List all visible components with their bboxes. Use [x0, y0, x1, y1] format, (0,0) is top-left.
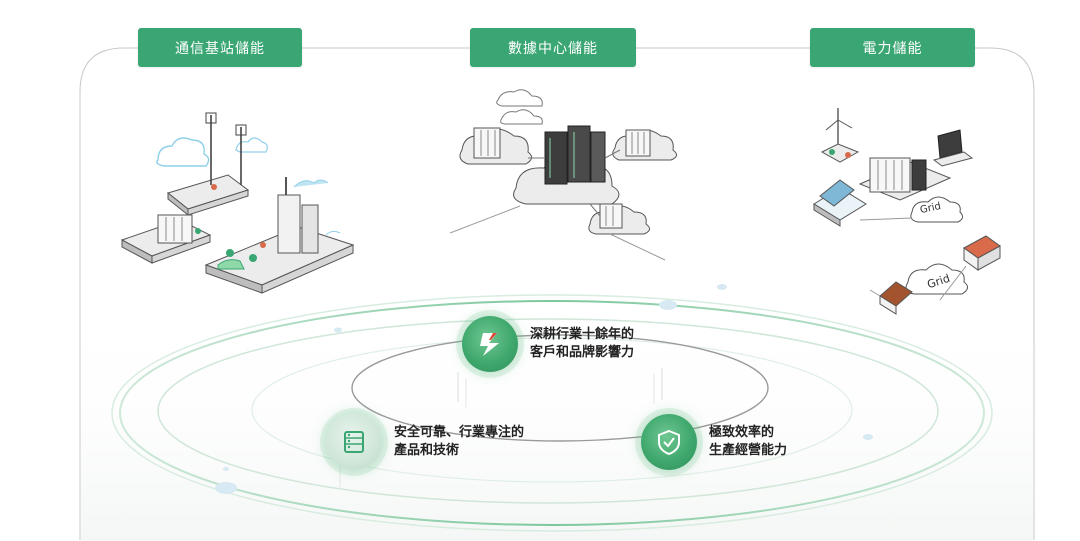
- feature-efficiency-line1: 極致效率的: [709, 425, 775, 440]
- feature-brand-influence: 深耕行業十餘年的 客戶和品牌影響力: [462, 316, 634, 372]
- server-rack-icon: [326, 414, 382, 470]
- feature-safe-line2: 產品和技術: [394, 443, 460, 458]
- feature-safe-products: 安全可靠、行業專注的 產品和技術: [326, 414, 524, 470]
- lightning-bolt-icon: [462, 316, 518, 372]
- feature-brand-line2: 客戶和品牌影響力: [530, 345, 635, 360]
- shield-check-icon: [641, 414, 697, 470]
- feature-brand-line1: 深耕行業十餘年的: [530, 327, 635, 342]
- category-datacenter-button[interactable]: 數據中心儲能: [470, 28, 636, 67]
- feature-safe-line1: 安全可靠、行業專注的: [394, 425, 525, 440]
- data-center-illustration: [450, 89, 677, 261]
- telecom-tower-illustration: [120, 112, 355, 294]
- category-datacenter-label: 數據中心儲能: [508, 40, 598, 57]
- feature-efficiency: 極致效率的 生產經營能力: [641, 414, 787, 470]
- category-power-label: 電力儲能: [862, 40, 923, 57]
- power-grid-illustration: [813, 108, 1001, 315]
- category-telecom-button[interactable]: 通信基站儲能: [138, 28, 302, 67]
- category-power-button[interactable]: 電力儲能: [810, 28, 975, 67]
- feature-efficiency-line2: 生產經營能力: [709, 443, 788, 458]
- category-telecom-label: 通信基站儲能: [175, 40, 265, 57]
